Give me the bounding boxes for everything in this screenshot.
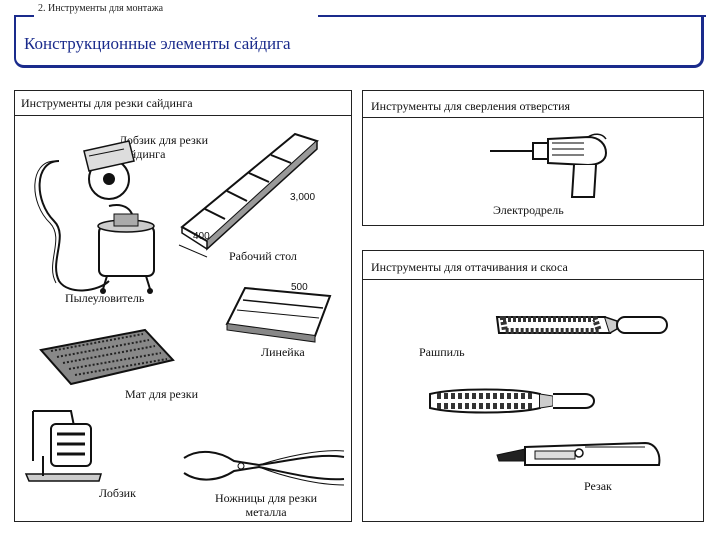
rasp-label: Рашпиль xyxy=(419,345,465,359)
table-length-dimension: 3,000 xyxy=(290,192,316,203)
metal-shears-label: Ножницы для резки металла xyxy=(215,491,318,519)
cutting-mat-label: Мат для резки xyxy=(125,387,199,401)
drilling-tools-title: Инструменты для сверления отверстия xyxy=(371,99,571,113)
header-line-right xyxy=(318,15,706,17)
electric-drill-icon xyxy=(490,133,608,198)
jigsaw-icon xyxy=(24,410,102,482)
cutting-mat-icon xyxy=(39,328,175,386)
circular-saw-vacuum-icon xyxy=(34,140,155,294)
cutting-tools-panel: Инструменты для резки сайдинга Лобзик дл… xyxy=(14,90,352,522)
work-table-icon xyxy=(178,132,319,258)
rasp-round-icon xyxy=(429,388,595,414)
work-table-label: Рабочий стол xyxy=(229,249,297,263)
ruler-length-dimension: 500 xyxy=(291,282,308,293)
ruler-label: Линейка xyxy=(261,345,305,359)
breadcrumb: 2. Инструменты для монтажа xyxy=(38,3,164,14)
metal-shears-icon xyxy=(183,450,345,486)
cutting-title-divider xyxy=(15,115,351,116)
drilling-title-divider xyxy=(363,117,703,118)
utility-cutter-label: Резак xyxy=(584,479,612,493)
table-width-dimension: 400 xyxy=(193,231,210,242)
filing-tools-title: Инструменты для оттачивания и скоса xyxy=(371,260,568,274)
utility-cutter-icon xyxy=(496,441,661,466)
ruler-icon xyxy=(225,286,332,343)
filing-title-divider xyxy=(363,279,703,280)
title-frame xyxy=(14,16,704,68)
electric-drill-label: Электродрель xyxy=(493,203,564,217)
jigsaw-label: Лобзик xyxy=(99,486,136,500)
dust-collector-label: Пылеуловитель xyxy=(65,291,145,305)
header-line-left xyxy=(14,15,34,17)
cutting-tools-title: Инструменты для резки сайдинга xyxy=(21,96,193,110)
rasp-icon xyxy=(495,316,668,334)
filing-tools-panel: Инструменты для оттачивания и скоса Рашп… xyxy=(362,250,704,522)
drilling-tools-panel: Инструменты для сверления отверстия Элек… xyxy=(362,90,704,226)
page-title: Конструкционные элементы сайдига xyxy=(24,34,291,53)
